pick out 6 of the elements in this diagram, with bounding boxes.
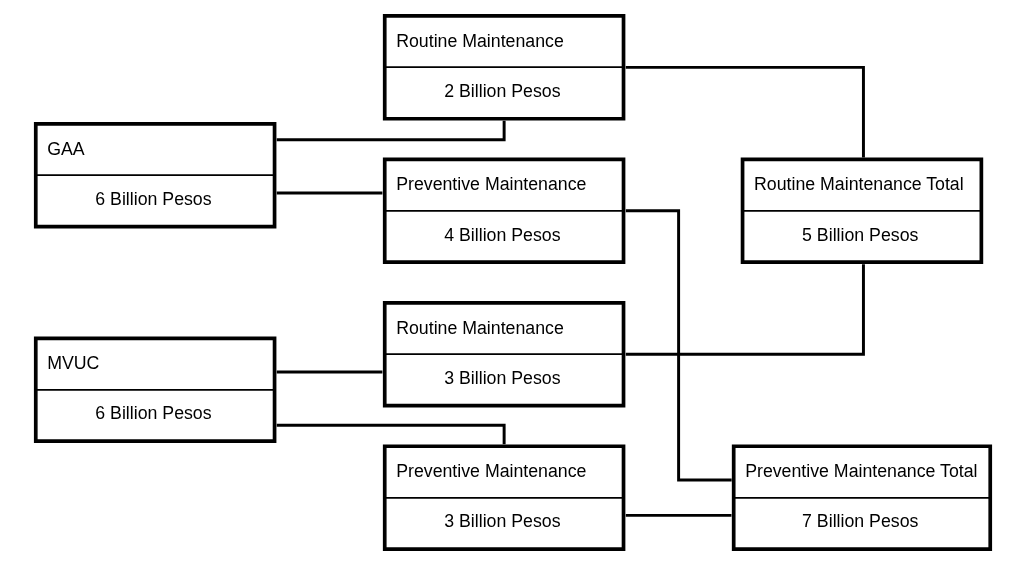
connector bbox=[625, 513, 731, 517]
connector bbox=[625, 65, 865, 158]
connector bbox=[276, 370, 382, 374]
connector bbox=[276, 191, 382, 195]
connector bbox=[625, 209, 732, 482]
connector bbox=[625, 264, 865, 356]
